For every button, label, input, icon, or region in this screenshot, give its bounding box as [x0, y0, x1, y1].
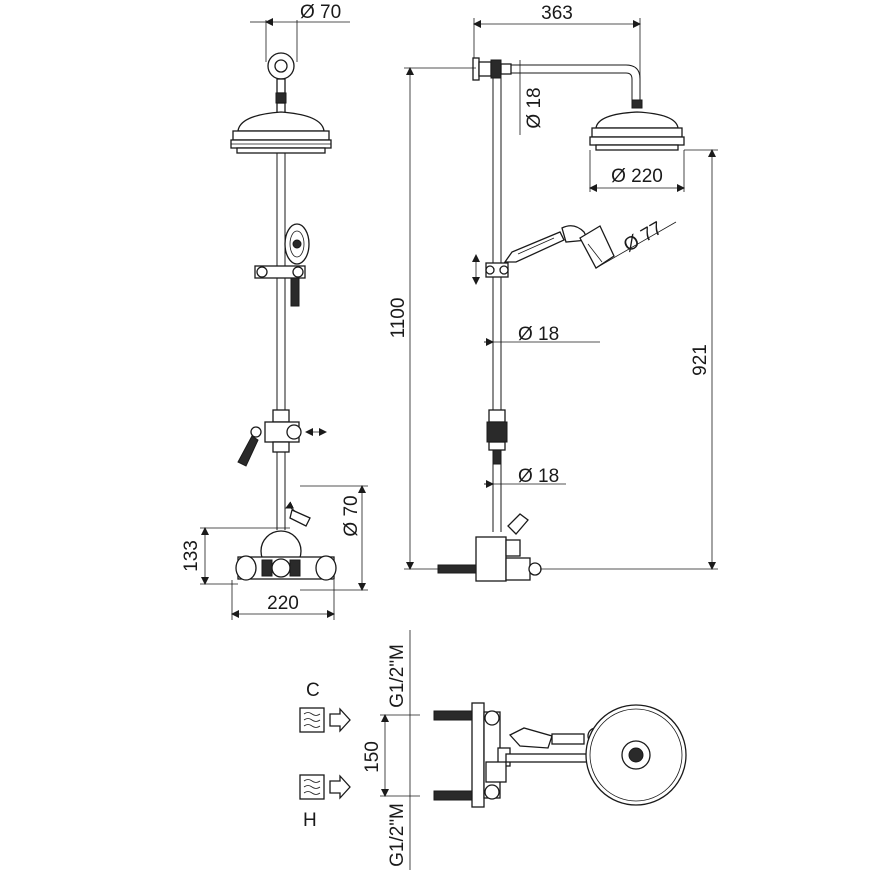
- front-valve-flange-label: Ø 70: [341, 495, 362, 536]
- cold-thread-label: G1/2"M: [387, 644, 408, 708]
- cold-water-icon: [299, 707, 351, 733]
- side-hose-tube-dimension: Ø 18: [484, 466, 566, 488]
- side-handset-diameter-label: Ø 77: [620, 218, 666, 257]
- side-hose-tube-label: Ø 18: [518, 466, 559, 487]
- front-valve-width-dimension: 220: [231, 580, 335, 620]
- side-head-height-label: 921: [690, 344, 711, 376]
- side-total-height-label: 1100: [388, 298, 409, 339]
- front-valve-height-label: 133: [181, 540, 202, 572]
- plan-shower-head: [585, 704, 687, 806]
- front-handset-holder: [254, 223, 310, 307]
- hot-thread-label: G1/2"M: [387, 803, 408, 867]
- plan-view: C H 150 G1/2"M G1/2"M: [299, 630, 687, 870]
- side-head-diameter-dimension: Ø 220: [589, 150, 685, 192]
- side-view: 363 Ø 18 Ø 220: [388, 3, 718, 582]
- front-view: Ø 70: [181, 2, 368, 620]
- side-arm-tube-label: Ø 18: [524, 87, 545, 128]
- hot-inlet-label: H: [303, 810, 317, 831]
- front-head-mount-label: Ø 70: [300, 2, 341, 23]
- side-handset: Ø 77: [472, 218, 677, 285]
- side-head-diameter-label: Ø 220: [611, 166, 663, 187]
- front-valve-height-dimension: 133: [181, 527, 290, 585]
- plan-thread-dimensions: 150 G1/2"M G1/2"M: [362, 630, 420, 870]
- front-diverter: [237, 409, 327, 467]
- front-shower-head: [230, 52, 332, 154]
- front-riser-pipe: [276, 153, 286, 410]
- inlet-spacing-label: 150: [362, 741, 383, 773]
- front-thermostatic-valve: [235, 501, 337, 581]
- side-shower-head: [589, 111, 685, 151]
- side-riser-pipe: [492, 78, 502, 410]
- hot-water-icon: [299, 774, 351, 800]
- front-valve-flange-dimension: Ø 70: [300, 485, 368, 591]
- side-thermostatic-valve: [437, 513, 542, 582]
- side-diverter: [486, 409, 508, 465]
- plan-inlets: [433, 702, 511, 808]
- front-valve-width-label: 220: [267, 593, 299, 614]
- side-arm-tube-dimension: Ø 18: [512, 60, 545, 135]
- side-riser-tube-dimension: Ø 18: [484, 324, 600, 346]
- side-arm-reach-dimension: 363: [473, 3, 641, 95]
- side-head-height-dimension: 921: [540, 149, 718, 570]
- side-shower-arm: [472, 57, 643, 109]
- side-arm-reach-label: 363: [541, 3, 573, 24]
- side-riser-tube-label: Ø 18: [518, 324, 559, 345]
- side-total-height-dimension: 1100: [388, 67, 476, 570]
- cold-inlet-label: C: [306, 680, 320, 701]
- front-head-mount-dimension: Ø 70: [250, 2, 350, 62]
